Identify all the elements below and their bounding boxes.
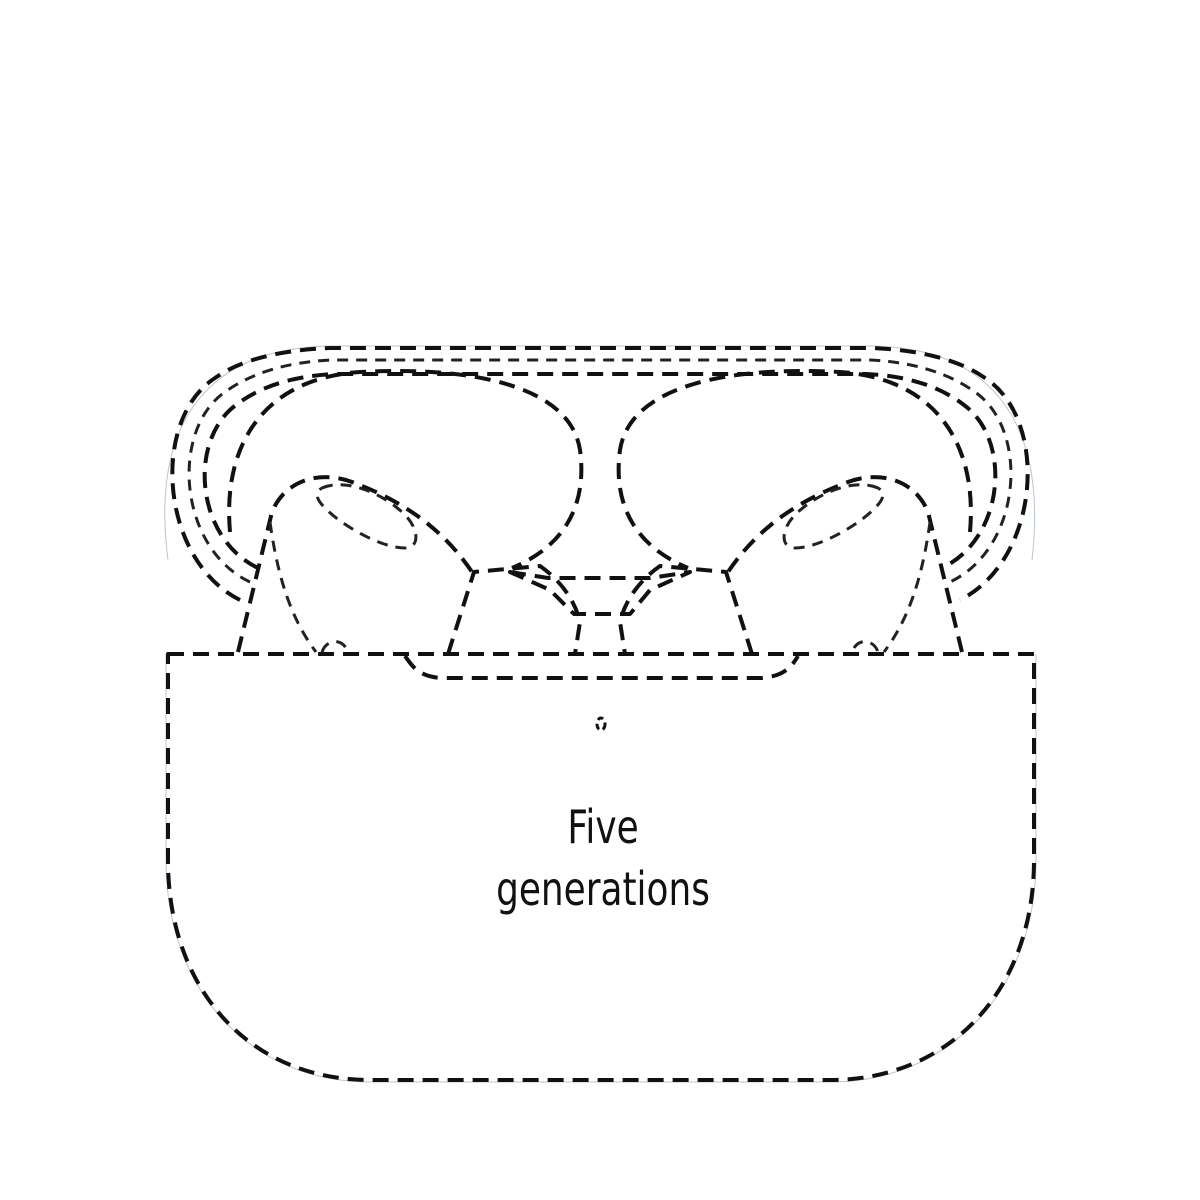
rim-small-bump-right [852,640,880,653]
caption-label: Five generations [445,796,762,920]
left-earbud-tip-outline [315,483,418,550]
left-earbud-head-outline [227,368,584,570]
lid-middle-outline [187,358,1013,584]
status-light-icon [595,716,607,732]
caption-line-2: generations [496,862,710,916]
right-earbud-head-outline [616,368,973,570]
right-earbud-inner-line [882,521,932,653]
center-bridge-outline [446,564,582,655]
lid-outer-outline [170,346,1030,602]
rim-small-bump-left [320,640,348,653]
right-earbud-stem-outline [726,475,964,653]
center-bridge-outline-right [618,564,754,655]
center-diamond-outline [508,570,692,616]
hinge-groove-outline [403,654,800,680]
right-earbud-tip-outline [782,483,885,550]
case-body-outline [166,652,1036,1082]
left-earbud-stem-outline [236,475,474,653]
lid-inner-outline [202,372,998,570]
caption-line-1: Five [567,800,639,854]
left-earbud-inner-line [268,521,318,653]
